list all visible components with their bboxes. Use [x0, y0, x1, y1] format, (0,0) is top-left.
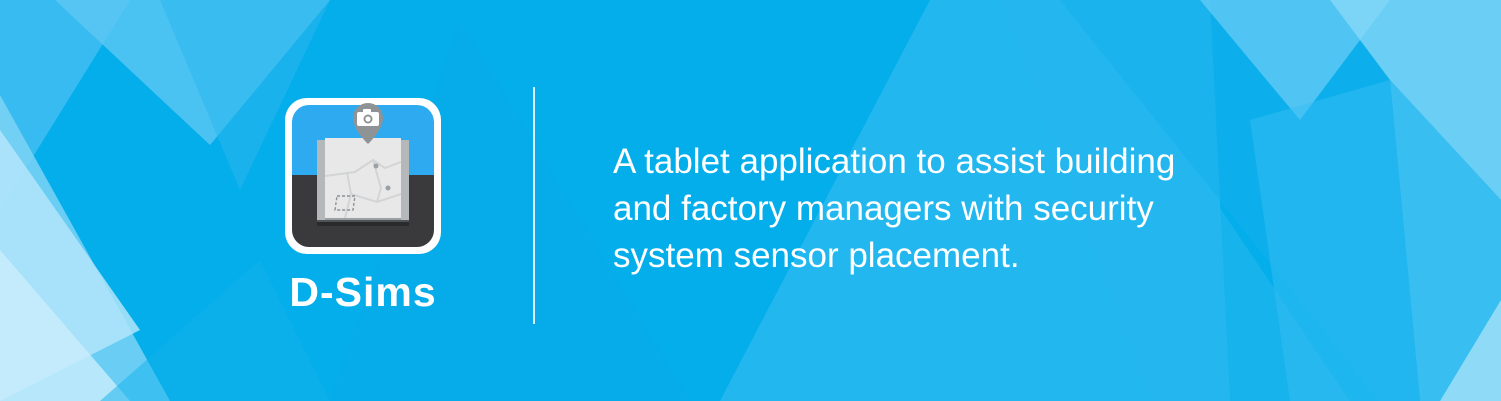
vertical-divider — [533, 87, 535, 324]
map-pin-camera-icon — [285, 98, 441, 254]
app-name: D-Sims — [289, 269, 437, 315]
tagline-line: system sensor placement. — [613, 236, 1020, 275]
tagline-line: A tablet application to assist building — [613, 142, 1176, 181]
tagline: A tablet application to assist building … — [613, 138, 1333, 279]
tagline-line: and factory managers with security — [613, 189, 1154, 228]
